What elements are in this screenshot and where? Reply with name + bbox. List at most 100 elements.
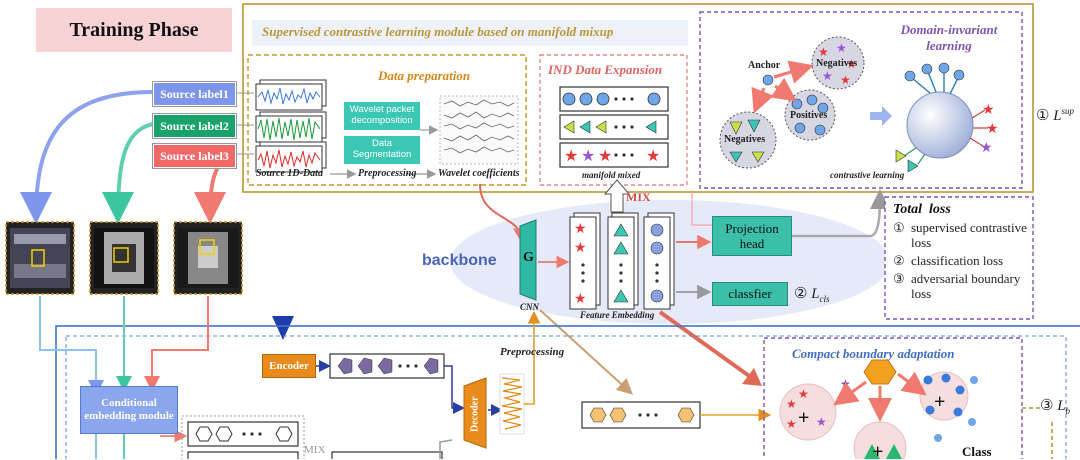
spectrogram-tile-1 <box>5 221 75 295</box>
source-label-2[interactable]: Source label2 <box>153 114 236 138</box>
training-phase-title: Training Phase <box>36 8 232 52</box>
mix-up-arrow <box>603 179 631 213</box>
encoder-embedding-row <box>329 353 445 379</box>
svg-text:★: ★ <box>846 57 857 71</box>
into-sphere-arrow <box>870 106 892 126</box>
ind-row-circles <box>559 86 669 112</box>
wavelet-packet-box: Wavelet packet decomposition <box>344 102 420 130</box>
svg-text:★: ★ <box>986 122 999 137</box>
svg-text:★: ★ <box>818 45 829 59</box>
data-segmentation-box: Data Segmentation <box>344 136 420 164</box>
svg-text:+: + <box>934 391 945 413</box>
classifier-box[interactable]: classfier <box>712 282 788 306</box>
source-label-3[interactable]: Source label3 <box>153 144 236 168</box>
projection-head[interactable]: Projection head <box>712 216 792 256</box>
boundary-center-hexagon <box>863 359 897 385</box>
spectrogram-tile-2 <box>89 221 159 295</box>
svg-text:★: ★ <box>840 73 851 87</box>
mix-label: MIX <box>626 190 651 204</box>
hexagon-row-right <box>581 401 701 429</box>
total-loss-item-1-num: ① <box>893 220 905 235</box>
feature-embedding-label: Feature Embedding <box>580 310 655 320</box>
spectrogram-tile-3 <box>173 221 243 295</box>
loss-sup-number: ① <box>1036 108 1050 124</box>
data-prep-frame <box>247 54 527 186</box>
loss-cls-symbol: L <box>811 286 820 302</box>
wavelet-coefficients-label: Wavelet coefficients <box>438 168 520 179</box>
compact-boundary-frame <box>763 337 1023 459</box>
loss-b: ③ Lb <box>1040 396 1070 416</box>
manifold-mixed-label: manifold mixed <box>582 170 641 180</box>
total-loss-item-2: ② classification loss <box>893 253 1027 268</box>
signal-stack-green <box>255 111 327 143</box>
boundary-cluster-circles: + <box>919 371 978 442</box>
domain-invariant-title: Domain-invariant learning <box>900 22 998 53</box>
total-loss-item-2-num: ② <box>893 253 905 268</box>
negatives-cluster-top: ★ ★ ★ ★ ★ <box>811 36 865 90</box>
total-loss-panel: Total loss ① supervised contrastive loss… <box>893 202 1027 301</box>
lower-frame <box>55 325 1080 459</box>
wavelet-coefficients-panel <box>439 95 519 165</box>
module-title-bg <box>252 20 688 46</box>
decoder-block <box>463 377 487 449</box>
boundary-cluster-triangles: + <box>853 421 907 459</box>
lower-preprocessing-label: Preprocessing <box>500 346 565 358</box>
positives-label: Positives <box>790 110 828 121</box>
loss-sup-symbol: L <box>1053 108 1062 124</box>
svg-text:★: ★ <box>798 387 809 401</box>
feature-embedding-columns: ★ ★ ★ <box>569 212 675 310</box>
loss-b-subscript: b <box>1065 406 1071 416</box>
cnn-label: CNN <box>520 302 540 312</box>
negatives-label-top: Negatives <box>816 58 858 69</box>
total-loss-item-3-text: adversarial boundary loss <box>911 271 1021 301</box>
loss-cls: ② Lcls <box>794 284 830 304</box>
svg-text:+: + <box>798 407 809 429</box>
loss-b-number: ③ <box>1040 398 1054 414</box>
source-label-1[interactable]: Source label1 <box>153 82 236 106</box>
svg-text:★: ★ <box>980 141 993 156</box>
backbone-label: backbone <box>422 252 497 269</box>
total-loss-item-3: ③ adversarial boundary loss <box>893 271 1027 301</box>
encoder-block[interactable]: Encoder <box>262 354 316 378</box>
svg-text:★: ★ <box>581 148 595 165</box>
compact-boundary-title: Compact boundary adaptation <box>792 346 955 361</box>
contrastive-learning-label: contrastive learning <box>830 170 905 180</box>
cnn-block <box>519 219 537 301</box>
svg-text:★: ★ <box>786 417 797 431</box>
domain-invariant-frame <box>699 11 1023 189</box>
loss-cls-number: ② <box>794 286 808 302</box>
negatives-cluster-bottom <box>719 111 777 169</box>
ind-expansion-title: IND Data Expansion <box>548 62 663 77</box>
big-down-arrow <box>272 316 294 340</box>
svg-text:★: ★ <box>816 415 827 429</box>
decoder-label: Decoder <box>469 396 481 432</box>
svg-text:★: ★ <box>822 69 833 83</box>
source-1d-label: Source 1D-Data <box>256 168 323 179</box>
conditional-embedding-module[interactable]: Conditional embedding module <box>80 386 178 434</box>
boundary-cluster-stars: ★ ★ ★ ★ + <box>779 383 837 441</box>
total-loss-frame <box>884 196 1034 320</box>
svg-text:★: ★ <box>564 148 578 165</box>
svg-text:★: ★ <box>840 377 851 391</box>
anchor-dot <box>762 74 774 86</box>
svg-text:+: + <box>872 441 883 459</box>
negatives-label-bottom: Negatives <box>724 134 766 145</box>
svg-text:★: ★ <box>646 148 660 165</box>
module-title: Supervised contrastive learning module b… <box>262 24 614 39</box>
svg-text:★: ★ <box>574 292 587 307</box>
generated-signal <box>499 373 525 435</box>
ind-row-triangles <box>559 114 669 140</box>
hexagon-row-left <box>187 421 299 447</box>
total-loss-item-1: ① supervised contrastive loss <box>893 220 1027 250</box>
class-label: Class <box>962 444 992 459</box>
data-prep-title: Data preparation <box>378 68 471 83</box>
svg-text:★: ★ <box>982 103 995 118</box>
total-loss-item-2-text: classification loss <box>911 253 1004 268</box>
contrastive-sphere: ★ ★ ★ <box>895 62 999 173</box>
anchor-label: Anchor <box>748 60 781 71</box>
total-loss-item-1-text: supervised contrastive loss <box>911 220 1027 250</box>
signal-stack-red <box>255 141 327 173</box>
svg-text:★: ★ <box>574 241 587 256</box>
svg-text:★: ★ <box>574 222 587 237</box>
